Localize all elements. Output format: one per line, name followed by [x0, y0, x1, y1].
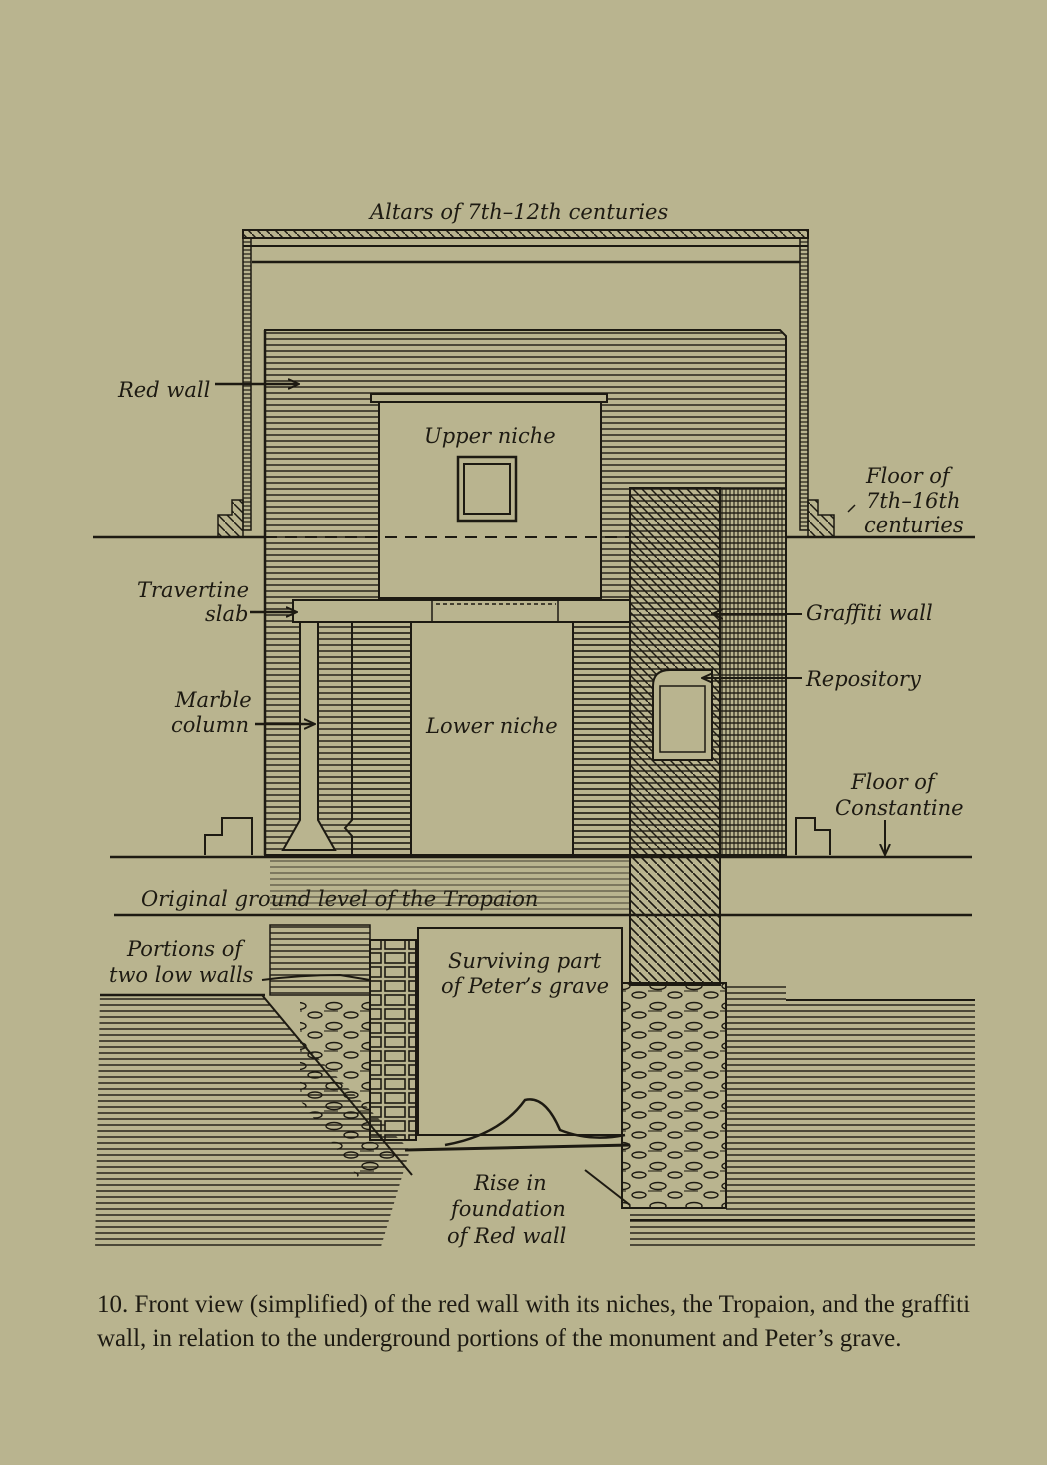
upper-niche: [370, 393, 608, 599]
label-grave-line1: Surviving part: [448, 949, 602, 973]
label-rise-line2: foundation: [449, 1197, 566, 1221]
label-floor-const-line2: Constantine: [835, 796, 964, 820]
label-floor-7th-line2: 7th–16th: [866, 489, 961, 513]
label-grave-line2: of Peter’s grave: [441, 974, 609, 998]
travertine-slab: [292, 599, 631, 623]
label-floor-7th-line1: Floor of: [865, 464, 953, 488]
label-altars: Altars of 7th–12th centuries: [368, 200, 668, 224]
label-red-wall: Red wall: [117, 378, 210, 402]
label-marble-line2: column: [171, 713, 249, 737]
lower-niche: [281, 621, 631, 856]
label-lower-niche: Lower niche: [425, 714, 558, 738]
label-repository: Repository: [805, 667, 922, 691]
label-floor-const-line1: Floor of: [850, 770, 938, 794]
label-portions-line2: two low walls: [109, 963, 254, 987]
label-portions-line1: Portions of: [126, 937, 245, 961]
underground: [95, 855, 975, 1250]
label-travertine-line2: slab: [205, 602, 248, 626]
figure-caption: 10. Front view (simplified) of the red w…: [97, 1291, 971, 1352]
label-marble-line1: Marble: [174, 688, 252, 712]
label-upper-niche: Upper niche: [424, 424, 556, 448]
repository-cavity: [652, 669, 713, 761]
label-graffiti-wall: Graffiti wall: [806, 601, 933, 625]
label-travertine-line1: Travertine: [137, 578, 249, 602]
label-floor-7th-line3: centuries: [864, 513, 964, 537]
monument-diagram: Altars of 7th–12th centuries Red wall Up…: [93, 200, 975, 1250]
label-rise-line3: of Red wall: [447, 1224, 566, 1248]
label-ground-level: Original ground level of the Tropaion: [141, 887, 538, 911]
label-rise-line1: Rise in: [473, 1171, 547, 1195]
